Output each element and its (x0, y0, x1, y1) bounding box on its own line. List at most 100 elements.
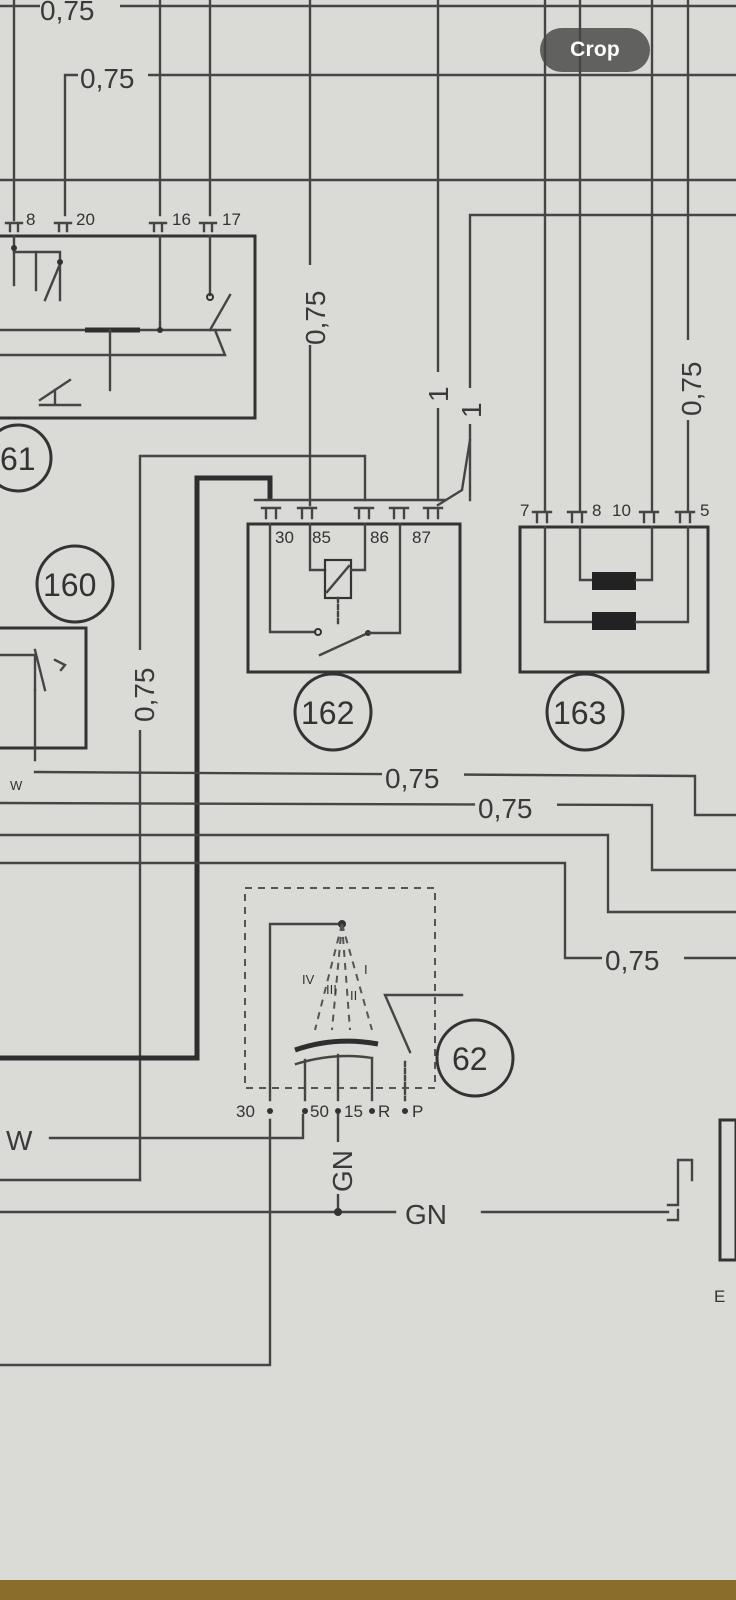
c62-arc-upper (294, 1038, 379, 1053)
label-bg-vertical-mid (296, 265, 326, 345)
c62-position-i: I (364, 962, 368, 977)
c163-element-top (592, 572, 636, 590)
c161-node-3 (157, 327, 163, 333)
terminal-label-16: 16 (172, 210, 191, 229)
edge-fragment-label: E (714, 1287, 725, 1306)
terminal-87a-symbol (388, 506, 410, 520)
wire-label-vertical-mid: 0,75 (300, 291, 331, 346)
wire-w-lower (48, 1113, 305, 1140)
terminal-label-86: 86 (370, 528, 389, 547)
relay-contact-a (314, 628, 322, 636)
c162-wire-30 (268, 522, 317, 634)
label-bg-gn-vertical (322, 1142, 356, 1194)
c62-terminal-p: P (412, 1102, 423, 1121)
c163-wire-8 (578, 525, 594, 582)
wire-label-gn-horizontal: GN (405, 1199, 447, 1230)
terminal-85-symbol (296, 506, 318, 520)
wire-label-horizontal-3: 0,75 (605, 945, 660, 976)
terminal-label-8: 8 (26, 210, 35, 229)
label-bg-1a (425, 372, 453, 408)
terminal-label-17: 17 (222, 210, 241, 229)
c62-node-50 (302, 1108, 308, 1114)
c161-spring (38, 378, 82, 407)
label-bg-far-right (673, 340, 703, 420)
wire-thick-30 (0, 475, 273, 1061)
wire-label-horizontal-1: 0,75 (385, 763, 440, 794)
c163-wire-5 (634, 525, 690, 624)
c62-position-ii: II (350, 988, 357, 1003)
c62-terminal-50: 50 (310, 1102, 329, 1121)
c163-wire-7 (543, 525, 594, 624)
component-62-box (244, 887, 436, 1089)
component-badge-61 (0, 423, 53, 493)
component-number-160: 160 (43, 567, 96, 603)
wire-label-top-left: 0,75 (80, 63, 135, 94)
c62-arc-lower (294, 1054, 374, 1066)
component-right-edge (718, 1118, 736, 1262)
c160-internal (0, 648, 67, 692)
wire-top-left (63, 73, 736, 217)
wire-horizontal-1 (33, 770, 736, 817)
c62-pos-iii-line (331, 923, 343, 1031)
terminal-86-symbol (353, 506, 375, 520)
c62-node-30 (267, 1108, 273, 1114)
terminal-label-5: 5 (700, 501, 709, 520)
wire-loop-162 (138, 454, 367, 1182)
c163-element-bottom (592, 612, 636, 630)
component-163-terminals (531, 510, 696, 524)
component-badge-62 (435, 1018, 515, 1098)
c161-node-2 (57, 259, 63, 265)
c62-wire-30 (268, 922, 342, 1102)
wire-label-vertical-left: 0,75 (129, 668, 160, 723)
terminal-5-symbol (674, 510, 696, 524)
c161-contact (206, 293, 214, 301)
label-bg-1b (458, 388, 486, 424)
c62-terminal-15: 15 (344, 1102, 363, 1121)
terminal-17-symbol (198, 221, 218, 233)
component-161-terminals (4, 221, 218, 233)
wire-87-bend (436, 438, 472, 507)
gn-junction (334, 1208, 342, 1216)
relay-coil-diagonal (325, 564, 351, 594)
label-bg-h3 (602, 942, 684, 976)
component-number-163: 163 (553, 695, 606, 731)
wire-label-far-right: 0,75 (676, 362, 707, 417)
wire-horizontal-2 (0, 801, 736, 872)
terminal-16-symbol (148, 221, 168, 233)
terminal-30-symbol (260, 506, 282, 520)
c162-wire-85 (308, 522, 327, 572)
terminal-label-30: 30 (275, 528, 294, 547)
c62-position-iv: IV (302, 972, 315, 987)
relay-switch-arm (318, 631, 370, 657)
terminal-8-symbol (4, 221, 24, 233)
component-badge-163 (545, 672, 625, 752)
c62-node-r (369, 1108, 375, 1114)
bottom-edge-bar (0, 1580, 736, 1600)
wire-label-w-small: W (10, 778, 23, 793)
terminal-label-8-163: 8 (592, 501, 601, 520)
c62-lever (383, 993, 464, 1054)
component-162-terminals (253, 498, 447, 520)
connector-right-edge (666, 1158, 694, 1222)
c161-lower (0, 328, 227, 357)
c161-switch (43, 262, 62, 302)
component-163-box (518, 525, 710, 674)
component-badge-162 (293, 672, 373, 752)
top-label-background (40, 0, 120, 26)
wire-label-1b: 1 (456, 402, 487, 418)
wire-label-w-lower: W (6, 1125, 33, 1156)
label-bg-vertical-left (122, 650, 158, 730)
c162-wire-87a (366, 522, 402, 635)
wire-label-gn-vertical: GN (327, 1150, 358, 1192)
c62-position-iii: III (326, 982, 337, 997)
label-bg-h2 (475, 788, 557, 822)
c62-terminal-30: 30 (236, 1102, 255, 1121)
crop-button[interactable]: Crop (540, 28, 650, 72)
component-160-box (0, 626, 88, 750)
wire-label-1a: 1 (423, 386, 454, 402)
terminal-label-20: 20 (76, 210, 95, 229)
terminal-label-10: 10 (612, 501, 631, 520)
label-bg-top-left (78, 58, 148, 92)
